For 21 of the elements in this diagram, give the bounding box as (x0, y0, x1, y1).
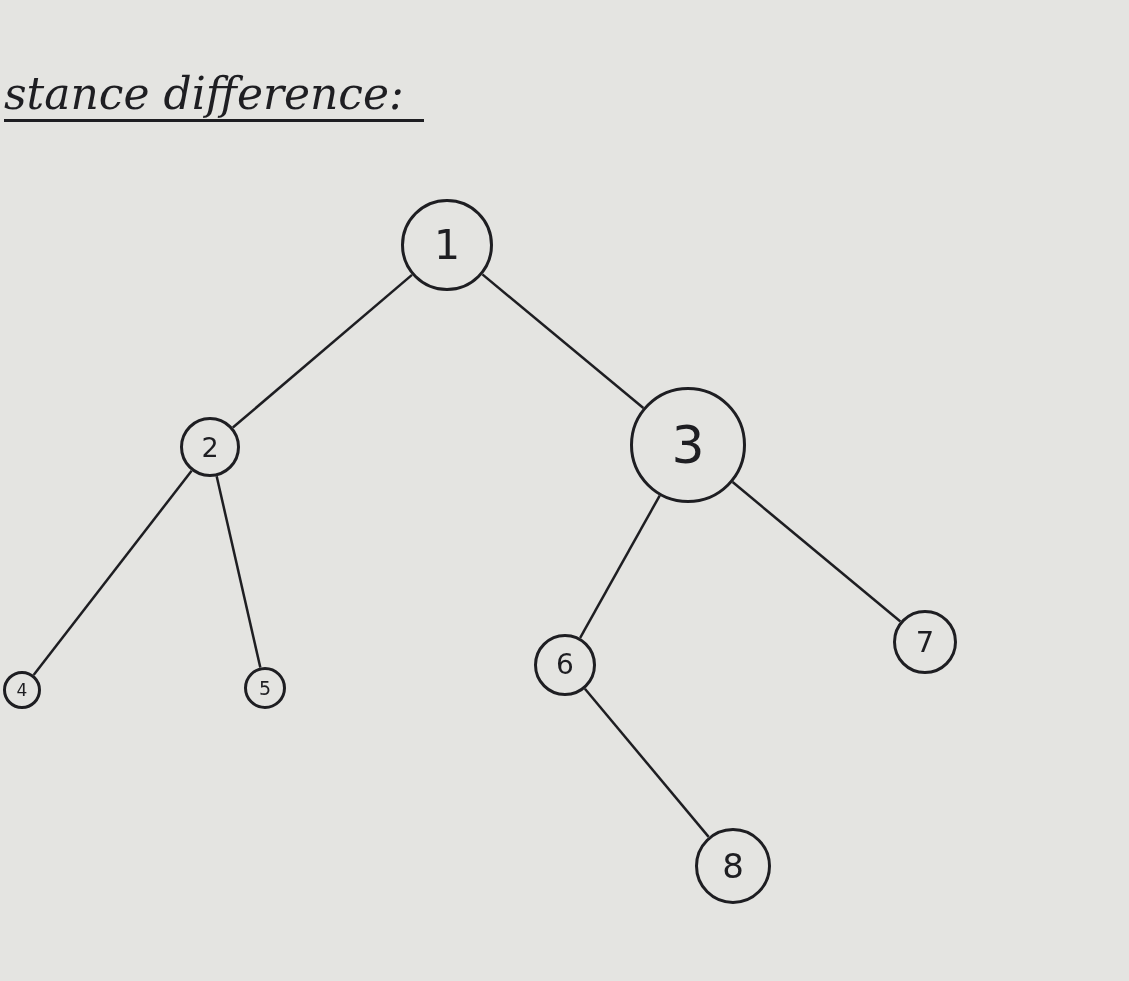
heading-text: stance difference: (4, 68, 424, 122)
node-number: 8 (722, 849, 744, 883)
tree-edge (481, 273, 645, 409)
tree-edge (232, 273, 413, 429)
tree-edge (32, 469, 193, 676)
node-number: 6 (556, 651, 574, 679)
tree-node (893, 610, 957, 674)
tree-node (534, 634, 596, 696)
tree-edge (583, 688, 710, 838)
node-number: 3 (671, 419, 705, 471)
node-number: 7 (915, 627, 935, 657)
tree-edge (731, 481, 902, 623)
tree-node (180, 417, 240, 477)
node-number: 4 (16, 681, 28, 699)
node-number: 2 (201, 433, 219, 461)
tree-edge (215, 475, 262, 668)
tree-edge (579, 495, 661, 639)
node-number: 1 (433, 224, 461, 266)
tree-node (3, 671, 41, 709)
node-number: 5 (258, 678, 272, 698)
tree-node (244, 667, 286, 709)
